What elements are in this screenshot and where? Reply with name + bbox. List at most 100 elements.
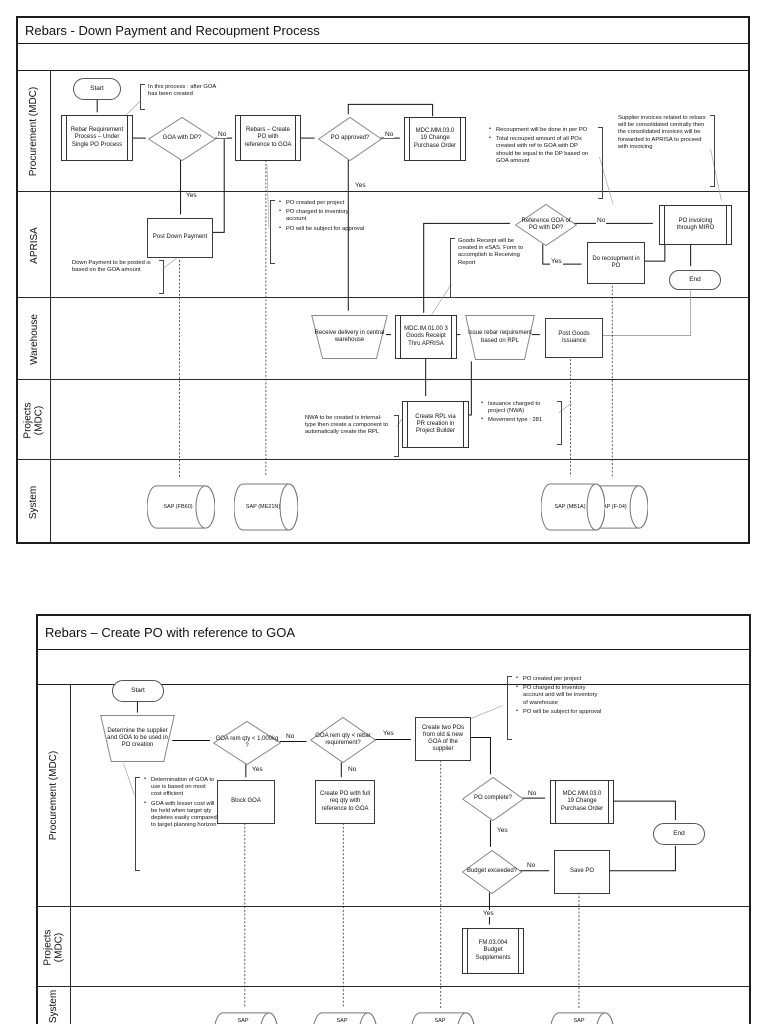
bracket-icon — [135, 777, 140, 871]
diagram-down-payment-recoupment: Rebars - Down Payment and Recoupment Pro… — [16, 16, 750, 544]
datastore-label: SAP (F-04) — [599, 503, 627, 510]
datastore-label: SAP — [336, 1018, 348, 1024]
comment-item: PO created per project — [278, 199, 370, 207]
manual-receive-delivery: Receive delivery in central warehouse — [311, 315, 388, 359]
label-no: No — [285, 733, 296, 740]
process-label: Create PO with full req qty with referen… — [319, 791, 371, 812]
decision-po-complete: PO complete? — [462, 777, 524, 821]
subprocess-rebar-requirement: Rebar Requirement Process – Under Single… — [61, 115, 133, 161]
lane-system: System — [38, 987, 71, 1024]
bracket-icon — [507, 676, 512, 740]
decision-label: GOA rem qty < rebar requirement? — [315, 732, 371, 746]
comment-text: NWA to be created is internal-type then … — [305, 415, 389, 436]
comment-list: PO created per projectPO charged to inve… — [515, 675, 603, 740]
end-label: End — [673, 830, 685, 838]
lane-procurement-mdc: Procurement (MDC) — [38, 684, 71, 907]
label-yes: Yes — [550, 258, 563, 265]
datastore-label: SAP (MB1A) — [554, 503, 586, 510]
label-yes: Yes — [251, 766, 264, 773]
datastore-sap: SAP — [550, 1012, 614, 1024]
cylinder-shape-icon — [541, 483, 605, 531]
lane-label-text: Warehouse — [28, 313, 40, 365]
comment-item: PO will be subject for approval — [515, 708, 603, 716]
label-no: No — [347, 766, 358, 773]
subprocess-po-invoicing-miro: PO invoicing through MIRO — [659, 205, 732, 245]
decision-budget-exceeded: Budget exceeded? — [462, 850, 522, 894]
process-block-goa: Block GOA — [217, 780, 275, 824]
lane-label-text: System — [28, 485, 40, 519]
end-terminator: End — [669, 270, 721, 290]
manual-determine-supplier-goa: Determine the supplier and GOA to be use… — [100, 715, 175, 762]
lane-separator — [18, 190, 748, 192]
lane-aprisa: APRISA — [18, 192, 51, 298]
subprocess-label: Create RPL via PR creation in Project Bu… — [415, 413, 456, 435]
lane-projects-mdc: Projects (MDC) — [38, 907, 71, 987]
comment-po-created: PO created per projectPO charged to inve… — [507, 675, 603, 740]
decision-goa-rem-qty-rebar: GOA rem qty < rebar requirement? — [310, 717, 376, 763]
comment-item: Movement type : 281 — [480, 416, 554, 424]
decision-label: Budget exceeded? — [466, 868, 518, 875]
decision-label: Reference GOA of PO with DP? — [521, 217, 571, 231]
process-label: Save PO — [569, 868, 594, 875]
comment-list: Issuance charged to project (NWA)Movemen… — [480, 400, 554, 445]
lane-label-text: APRISA — [28, 226, 40, 264]
subprocess-label: PO invoicing through MIRO — [676, 217, 715, 231]
decision-reference-goa-dp: Reference GOA of PO with DP? — [515, 204, 577, 246]
subprocess-label: MDC.MM.03.0 19 Change Purchase Order — [560, 791, 604, 812]
cylinder-shape-icon — [214, 1012, 278, 1024]
comment-text: Goods Receipt will be created in eSAS. F… — [458, 238, 524, 266]
bracket-icon — [394, 415, 399, 457]
process-post-down-payment: Post Down Payment — [147, 218, 213, 258]
subprocess-label: Rebars – Create PO with reference to GOA — [244, 127, 292, 148]
decision-label: GOA with DP? — [162, 135, 202, 142]
label-no: No — [596, 217, 607, 224]
comment-supplier-invoices: Supplier invoices related to rebars will… — [618, 115, 715, 187]
datastore-sap: SAP — [411, 1012, 475, 1024]
comment-recoupment: Recoupment will be done in per POTotal r… — [488, 126, 603, 199]
label-yes: Yes — [496, 827, 509, 834]
datastore-label: SAP — [237, 1018, 249, 1024]
trapezoid-shape-icon — [311, 315, 388, 359]
process-label: Block GOA — [231, 798, 261, 805]
end-terminator: End — [653, 823, 705, 845]
subprocess-change-purchase-order: MDC.MM.03.0 19 Change Purchase Order — [550, 780, 614, 824]
label-no: No — [384, 131, 395, 138]
decision-po-approved: PO approved? — [318, 117, 382, 161]
start-terminator: Start — [112, 680, 164, 702]
lane-separator — [18, 458, 748, 460]
process-create-two-pos: Create two POs from old & new GOA of the… — [415, 717, 471, 761]
manual-issue-rebar-requirement: Issue rebar requirement based on RPL — [465, 315, 535, 360]
bracket-icon — [710, 115, 715, 187]
label-yes: Yes — [185, 192, 198, 199]
lane-separator — [18, 378, 748, 380]
datastore-sap: SAP — [313, 1012, 377, 1024]
bracket-icon — [557, 401, 562, 445]
decision-goa-rem-qty-1000: GOA rem qty < 1,000kg ? — [213, 721, 281, 765]
datastore-label: SAP (FB60) — [163, 503, 193, 510]
diamond-shape-icon — [148, 117, 216, 161]
comment-list: PO created per projectPO charged to inve… — [278, 199, 370, 264]
end-label: End — [689, 276, 701, 284]
process-label: Do recoupment in PO — [592, 255, 640, 269]
lane-label-text: System — [48, 989, 60, 1024]
decision-label: PO complete? — [473, 795, 513, 802]
comment-determination: Determination of GOA to use is based on … — [135, 776, 217, 871]
cylinder-shape-icon — [313, 1012, 377, 1024]
lane-label-text: Projects (MDC) — [22, 401, 45, 439]
manual-op-label: Issue rebar requirement based on RPL — [468, 330, 532, 344]
bracket-icon — [450, 238, 455, 298]
lane-warehouse: Warehouse — [18, 298, 51, 380]
lane-separator — [38, 905, 749, 907]
comment-item: Recoupment will be done in per PO — [488, 126, 595, 134]
process-label: Post Goods Issuance — [558, 330, 590, 344]
start-label: Start — [131, 687, 145, 695]
comment-nwa: NWA to be created is internal-type then … — [305, 415, 399, 457]
comment-item: Determination of GOA to use is based on … — [143, 776, 217, 799]
diagram1-title: Rebars - Down Payment and Recoupment Pro… — [18, 18, 748, 44]
subprocess-create-rpl: Create RPL via PR creation in Project Bu… — [402, 401, 469, 448]
process-post-goods-issuance: Post Goods Issuance — [545, 318, 603, 358]
subprocess-label: MDC.MM.03.0 19 Change Purchase Order — [413, 128, 457, 149]
comment-po-created: PO created per projectPO charged to inve… — [270, 199, 370, 264]
diamond-shape-icon — [318, 117, 382, 161]
lane-procurement-mdc: Procurement (MDC) — [18, 70, 51, 192]
